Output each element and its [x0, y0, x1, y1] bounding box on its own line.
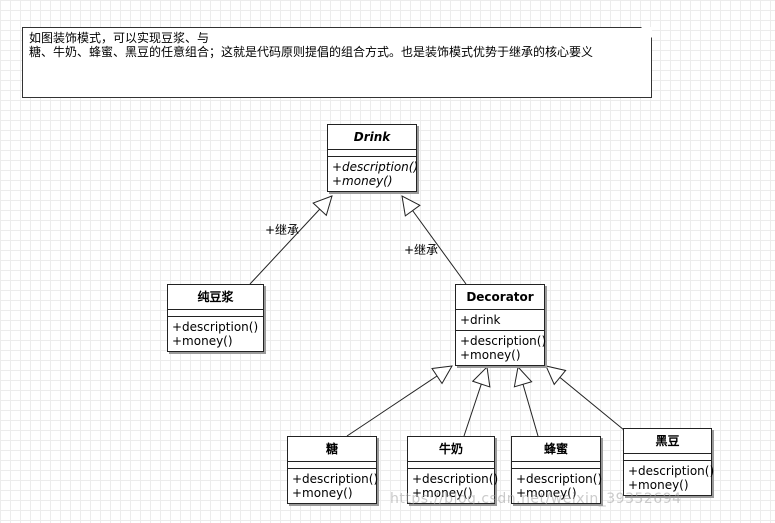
generalization-sugar-decorator	[346, 366, 452, 437]
class-sugar[interactable]: 糖 +description() +money()	[287, 436, 379, 504]
class-honey[interactable]: 蜂蜜 +description() +money()	[511, 436, 603, 504]
note-box: 如图装饰模式，可以实现豆浆、与 糖、牛奶、蜂蜜、黑豆的任意组合；这就是代码原则提…	[22, 27, 652, 98]
class-decorator[interactable]: Decorator +drink +description() +money()	[455, 284, 547, 366]
operation-money: +money()	[628, 478, 689, 492]
class-blackbean-name: 黑豆	[624, 429, 711, 454]
operation-description: +description()	[332, 160, 419, 174]
generalization-soymilk-drink	[249, 196, 332, 285]
inherit-label-right: +继承	[404, 243, 439, 257]
class-decorator-attributes: +drink	[456, 310, 544, 331]
operation-description: +description()	[460, 334, 547, 348]
operation-description: +description()	[516, 472, 603, 486]
note-text-line-1: 如图装饰模式，可以实现豆浆、与	[29, 31, 210, 45]
class-soymilk-operations: +description() +money()	[168, 317, 263, 351]
operation-money: +money()	[332, 174, 393, 188]
attribute-drink: +drink	[460, 313, 501, 327]
class-decorator-operations: +description() +money()	[456, 331, 547, 365]
class-sugar-operations: +description() +money()	[288, 469, 379, 503]
operation-description: +description()	[172, 320, 259, 334]
class-milk-name: 牛奶	[408, 437, 494, 462]
class-blackbean-attributes	[624, 454, 711, 461]
class-honey-operations: +description() +money()	[512, 469, 603, 503]
class-sugar-name: 糖	[288, 437, 376, 462]
class-drink-attributes	[328, 150, 416, 157]
operation-money: +money()	[460, 348, 521, 362]
class-drink[interactable]: Drink +description() +money()	[327, 124, 419, 192]
class-soymilk[interactable]: 纯豆浆 +description() +money()	[167, 284, 264, 352]
class-soymilk-attributes	[168, 310, 263, 317]
class-milk[interactable]: 牛奶 +description() +money()	[407, 436, 499, 504]
class-milk-operations: +description() +money()	[408, 469, 499, 503]
generalization-decorator-drink	[402, 196, 467, 285]
class-blackbean-operations: +description() +money()	[624, 461, 715, 495]
operation-money: +money()	[516, 486, 577, 500]
class-blackbean[interactable]: 黑豆 +description() +money()	[623, 428, 715, 496]
class-drink-operations: +description() +money()	[328, 157, 419, 191]
operation-money: +money()	[292, 486, 353, 500]
operation-description: +description()	[628, 464, 715, 478]
operation-money: +money()	[172, 334, 233, 348]
generalization-blackbean-decorator	[546, 366, 625, 431]
operation-description: +description()	[292, 472, 379, 486]
operation-money: +money()	[412, 486, 473, 500]
generalization-milk-decorator	[463, 367, 487, 437]
class-milk-attributes	[408, 462, 494, 469]
inherit-label-left: +继承	[265, 223, 300, 237]
class-sugar-attributes	[288, 462, 376, 469]
generalization-honey-decorator	[518, 367, 539, 437]
class-drink-name: Drink	[328, 125, 416, 150]
operation-description: +description()	[412, 472, 499, 486]
class-honey-attributes	[512, 462, 600, 469]
note-fold-corner	[641, 27, 652, 38]
note-text-line-2: 糖、牛奶、蜂蜜、黑豆的任意组合；这就是代码原则提倡的组合方式。也是装饰模式优势于…	[29, 45, 594, 59]
class-soymilk-name: 纯豆浆	[168, 285, 263, 310]
watermark-text: https://blog.csdn.net/weixin_39352694	[390, 491, 682, 507]
class-honey-name: 蜂蜜	[512, 437, 600, 462]
class-decorator-name: Decorator	[456, 285, 544, 310]
